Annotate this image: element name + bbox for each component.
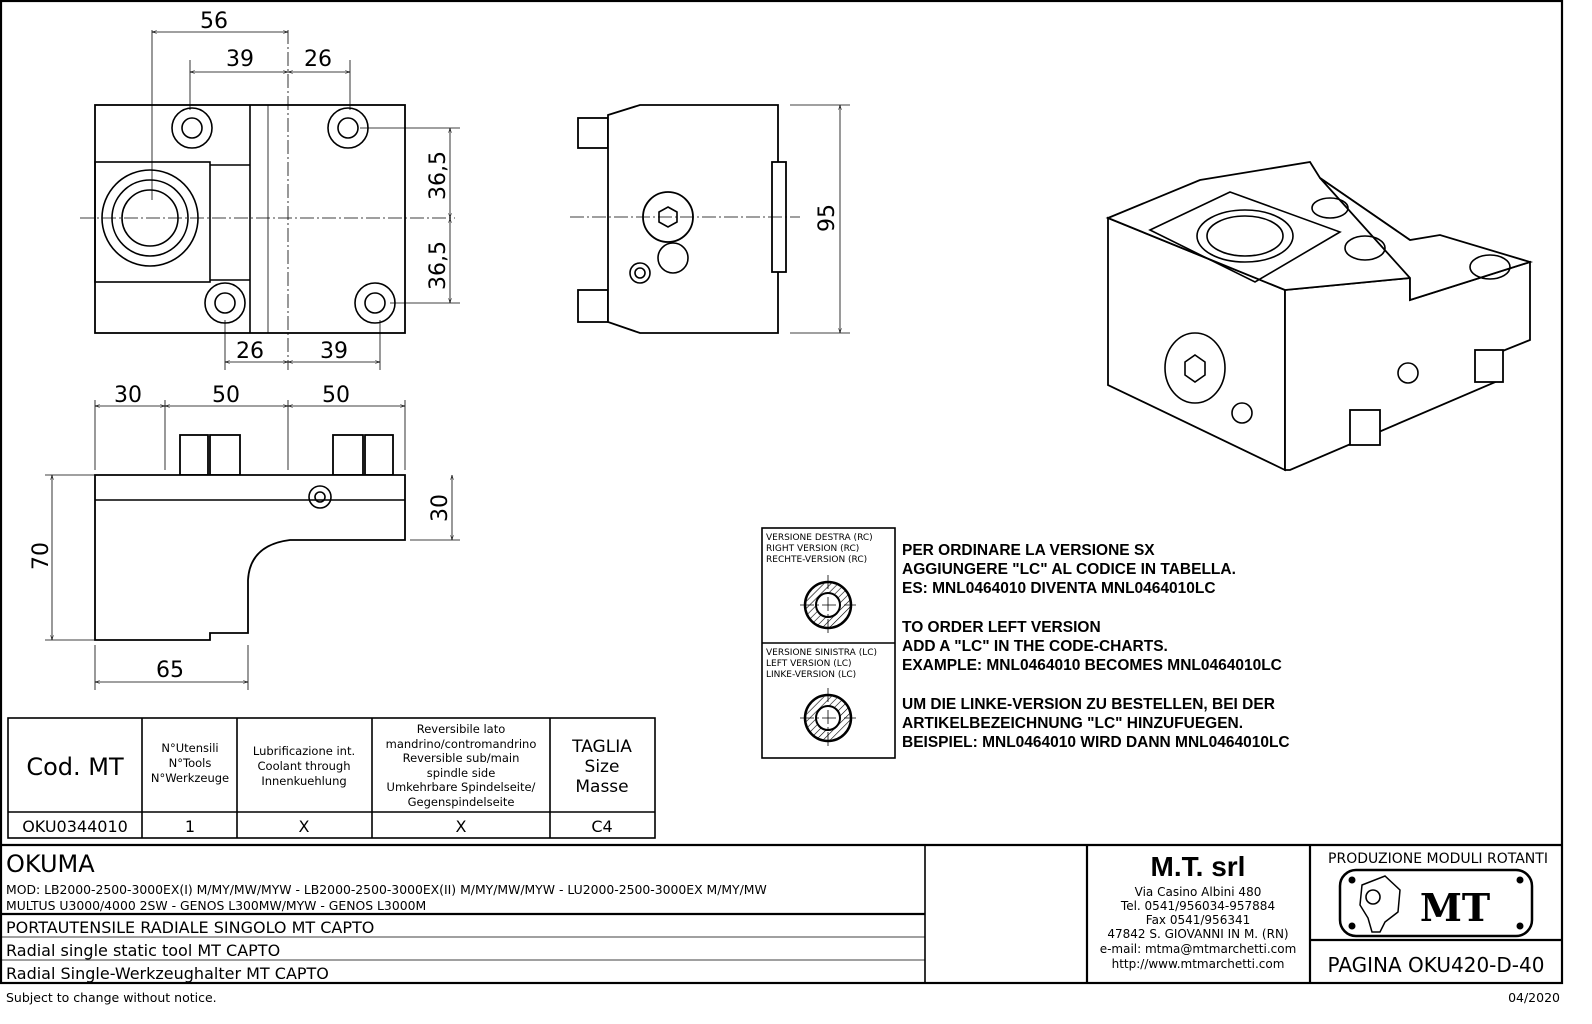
note-en-2: ADD A "LC" IN THE CODE-CHARTS.: [902, 638, 1168, 655]
left-version-de: LINKE-VERSION (LC): [766, 670, 856, 680]
header-tools: N°Utensili: [161, 741, 218, 755]
company-name: M.T. srl: [1151, 851, 1246, 882]
dim-26-bottom: 26: [236, 339, 264, 364]
note-de-1: UM DIE LINKE-VERSION ZU BESTELLEN, BEI D…: [902, 696, 1275, 713]
description-en: Radial single static tool MT CAPTO: [6, 941, 280, 960]
mt-logo: MT: [1338, 868, 1534, 938]
note-de-3: BEISPIEL: MNL0464010 WIRD DANN MNL046401…: [902, 734, 1290, 751]
header-reversible-5: Umkehrbare Spindelseite/: [387, 780, 536, 794]
title-block: OKUMA MOD: LB2000-2500-3000EX(I) M/MY/MW…: [1, 843, 1562, 983]
header-reversible-4: spindle side: [427, 766, 496, 780]
left-version-section-icon: [800, 688, 856, 748]
dim-30: 30: [114, 383, 142, 408]
note-de-2: ARTIKELBEZEICHNUNG "LC" HINZUFUEGEN.: [902, 715, 1243, 732]
header-reversible-2: mandrino/contromandrino: [386, 737, 537, 751]
cell-coolant: X: [299, 817, 310, 836]
header-coolant-en: Coolant through: [258, 759, 351, 773]
dim-26: 26: [304, 47, 332, 72]
dim-56: 56: [200, 9, 228, 34]
header-size-de: Masse: [575, 777, 628, 797]
cell-size: C4: [591, 817, 612, 836]
version-box: VERSIONE DESTRA (RC) RIGHT VERSION (RC) …: [761, 527, 1290, 759]
cell-reversible: X: [456, 817, 467, 836]
header-coolant-de: Innenkuehlung: [261, 774, 346, 788]
dim-50-a: 50: [212, 383, 240, 408]
dim-50-b: 50: [322, 383, 350, 408]
bottom-view: 30 50 50 70 30 65: [29, 383, 460, 690]
left-version-label: VERSIONE SINISTRA (LC): [766, 648, 877, 658]
header-size-en: Size: [585, 757, 620, 777]
note-it-2: AGGIUNGERE "LC" AL CODICE IN TABELLA.: [902, 561, 1236, 578]
models-line-2: MULTUS U3000/4000 2SW - GENOS L300MW/MYW…: [6, 898, 426, 913]
dim-36-5-bottom: 36,5: [426, 241, 451, 290]
right-version-de: RECHTE-VERSION (RC): [766, 555, 867, 565]
header-cod-mt: Cod. MT: [26, 753, 124, 781]
company-fax: Fax 0541/956341: [1146, 913, 1250, 927]
sheet-border: [0, 0, 1564, 985]
description-it: PORTAUTENSILE RADIALE SINGOLO MT CAPTO: [6, 918, 374, 937]
header-reversible-6: Gegenspindelseite: [408, 795, 515, 809]
brand-okuma: OKUMA: [6, 850, 95, 878]
cell-tools: 1: [185, 817, 195, 836]
company-website[interactable]: http://www.mtmarchetti.com: [1112, 957, 1285, 971]
left-version-en: LEFT VERSION (LC): [766, 659, 852, 669]
company-email[interactable]: e-mail: mtma@mtmarchetti.com: [1100, 942, 1297, 956]
code-table: Cod. MT N°Utensili N°Tools N°Werkzeuge L…: [7, 717, 656, 839]
company-city: 47842 S. GIOVANNI IN M. (RN): [1107, 927, 1288, 941]
description-de: Radial Single-Werkzeughalter MT CAPTO: [6, 964, 329, 983]
note-it-1: PER ORDINARE LA VERSIONE SX: [902, 542, 1155, 559]
header-reversible-3: Reversible sub/main: [403, 751, 520, 765]
logo-text: MT: [1420, 885, 1490, 930]
company-tel: Tel. 0541/956034-957884: [1120, 899, 1275, 913]
models-line-1: MOD: LB2000-2500-3000EX(I) M/MY/MW/MYW -…: [6, 882, 767, 897]
right-version-label: VERSIONE DESTRA (RC): [766, 533, 873, 543]
table-row: OKU0344010 1 X X C4: [22, 817, 612, 836]
note-en-1: TO ORDER LEFT VERSION: [902, 619, 1101, 636]
dim-70: 70: [29, 542, 54, 570]
note-it-3: ES: MNL0464010 DIVENTA MNL0464010LC: [902, 580, 1216, 597]
header-coolant: Lubrificazione int.: [253, 744, 355, 758]
header-reversible: Reversibile lato: [417, 722, 506, 736]
header-tools-en: N°Tools: [169, 756, 212, 770]
front-view: 56 39 26 26 39 36,5 36,5: [80, 9, 460, 370]
order-notes: PER ORDINARE LA VERSIONE SX AGGIUNGERE "…: [902, 542, 1290, 751]
note-en-3: EXAMPLE: MNL0464010 BECOMES MNL0464010LC: [902, 657, 1282, 674]
page-number: PAGINA OKU420-D-40: [1328, 953, 1545, 977]
header-tools-de: N°Werkzeuge: [151, 771, 229, 785]
right-version-en: RIGHT VERSION (RC): [766, 544, 859, 554]
cell-code: OKU0344010: [22, 817, 128, 836]
dim-95: 95: [815, 204, 840, 232]
production-label: PRODUZIONE MODULI ROTANTI: [1328, 851, 1548, 867]
right-version-section-icon: [800, 575, 856, 635]
dim-39: 39: [226, 47, 254, 72]
dim-65: 65: [156, 658, 184, 683]
isometric-view: [1105, 161, 1534, 472]
dim-36-5-top: 36,5: [426, 151, 451, 200]
dim-39-bottom: 39: [320, 339, 348, 364]
company-address: Via Casino Albini 480: [1135, 885, 1262, 899]
header-size: TAGLIA: [571, 737, 632, 757]
dim-30-vertical: 30: [428, 494, 453, 522]
side-view: 95: [570, 104, 850, 334]
revision-date: 04/2020: [1508, 990, 1560, 1005]
disclaimer: Subject to change without notice.: [6, 990, 217, 1005]
